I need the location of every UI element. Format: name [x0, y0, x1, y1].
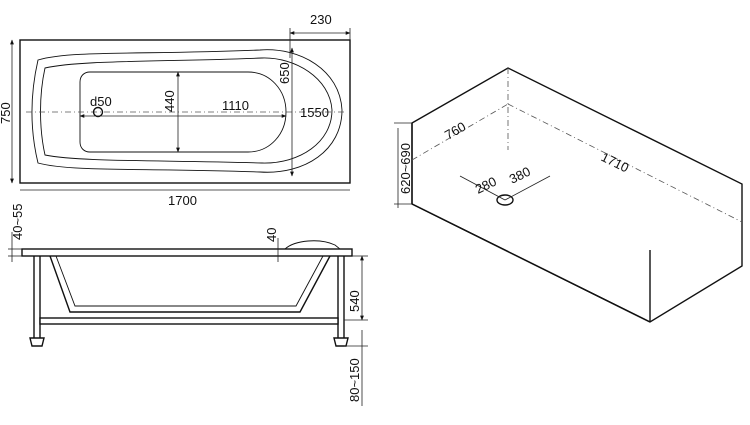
dim-280 [459, 175, 506, 201]
label-1700: 1700 [168, 193, 197, 208]
label-650: 650 [277, 62, 292, 84]
foot-right [333, 337, 349, 347]
label-drain: d50 [90, 94, 112, 109]
iso-edge-bottom-front [411, 203, 651, 323]
frame-crossbar [39, 317, 339, 325]
top-view-basin [79, 71, 287, 153]
top-view-rim [31, 49, 343, 173]
side-view-basin-inner [55, 255, 324, 307]
top-view-outline [19, 39, 351, 184]
label-1110: 1110 [222, 98, 249, 113]
iso-drain [496, 194, 514, 206]
top-view: d50 230 750 650 440 1110 1550 1700 [0, 12, 351, 208]
iso-ref-line-1 [411, 103, 509, 161]
label-620-690: 620~690 [398, 143, 413, 194]
label-750: 750 [0, 102, 13, 124]
label-1710: 1710 [599, 149, 632, 175]
side-view-headrest [283, 240, 342, 250]
side-view-rim [21, 248, 353, 257]
label-40-55: 40~55 [10, 203, 25, 240]
label-230: 230 [310, 12, 332, 27]
foot-left [29, 337, 45, 347]
label-760: 760 [442, 119, 468, 143]
iso-view: 620~690 760 1710 280 380 [394, 67, 743, 323]
label-40: 40 [264, 228, 279, 242]
side-view-basin [49, 255, 331, 313]
label-380: 380 [507, 164, 533, 187]
label-280: 280 [473, 174, 499, 197]
label-1550: 1550 [300, 105, 329, 120]
label-440: 440 [162, 90, 177, 112]
side-view: 40~55 40 540 80~150 [8, 203, 368, 406]
iso-box-outline [411, 67, 743, 323]
top-view-rim-inner [40, 57, 333, 164]
label-540: 540 [347, 290, 362, 312]
dim-380 [504, 175, 551, 201]
iso-ref-line-2 [507, 103, 743, 223]
label-80-150: 80~150 [347, 358, 362, 402]
